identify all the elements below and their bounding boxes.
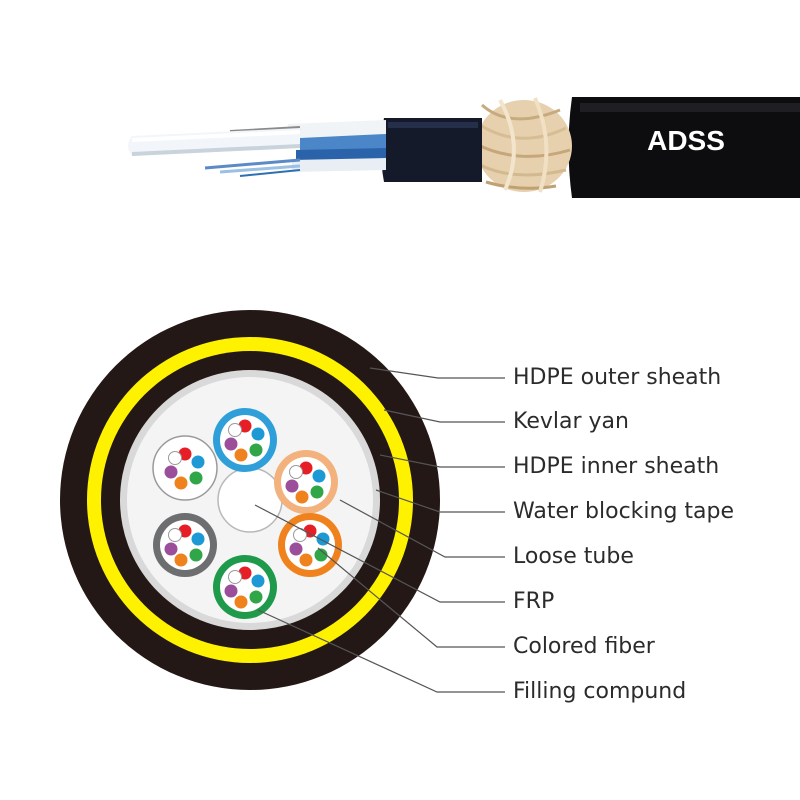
colored-fiber: [234, 448, 248, 462]
colored-fiber: [285, 479, 299, 493]
label-hdpe-inner-sheath: HDPE inner sheath: [513, 454, 719, 479]
colored-fiber: [189, 471, 203, 485]
colored-fiber: [164, 465, 178, 479]
colored-fiber: [249, 443, 263, 457]
colored-fiber: [314, 548, 328, 562]
loose-tube-group: [152, 408, 342, 619]
colored-fiber: [289, 542, 303, 556]
frp-center: [217, 467, 283, 533]
leader-frp: [254, 504, 505, 603]
colored-fiber: [168, 528, 182, 542]
cross-section: [60, 310, 440, 690]
leader-water-blocking-tape: [375, 489, 505, 513]
leader-hdpe-inner-sheath: [379, 454, 505, 468]
label-colored-fiber: Colored fiber: [513, 634, 656, 659]
leader-kevlar-yan: [383, 409, 505, 423]
cable-photo: ADSS: [128, 97, 800, 198]
colored-fiber: [299, 553, 313, 567]
colored-fiber: [168, 451, 182, 465]
colored-fiber: [234, 595, 248, 609]
colored-fiber: [164, 542, 178, 556]
colored-fiber: [191, 455, 205, 469]
leader-loose-tube: [339, 499, 505, 558]
colored-fiber: [289, 465, 303, 479]
colored-fiber: [224, 437, 238, 451]
colored-fiber: [251, 574, 265, 588]
colored-fiber: [228, 423, 242, 437]
outer-jacket: [568, 97, 800, 198]
colored-fiber: [312, 469, 326, 483]
label-kevlar-yan: Kevlar yan: [513, 409, 629, 434]
colored-fiber: [251, 427, 265, 441]
inner-jacket: [381, 118, 482, 182]
label-water-blocking-tape: Water blocking tape: [513, 499, 734, 524]
kevlar-yarn: [476, 97, 572, 193]
label-loose-tube: Loose tube: [513, 544, 634, 569]
labels-group: HDPE outer sheath Kevlar yan HDPE inner …: [513, 365, 734, 704]
label-hdpe-outer-sheath: HDPE outer sheath: [513, 365, 721, 390]
colored-fiber: [295, 490, 309, 504]
colored-fiber: [310, 485, 324, 499]
leader-colored-fiber: [317, 547, 505, 648]
leader-hdpe-outer-sheath: [369, 367, 505, 379]
colored-fiber: [191, 532, 205, 546]
label-frp: FRP: [513, 589, 554, 614]
colored-fiber: [224, 584, 238, 598]
colored-fiber: [174, 553, 188, 567]
leader-lines: [254, 367, 505, 693]
colored-fiber: [174, 476, 188, 490]
cable-name-label: ADSS: [647, 125, 725, 156]
colored-fiber: [228, 570, 242, 584]
colored-fiber: [249, 590, 263, 604]
leader-filling-compund: [257, 609, 505, 693]
colored-fiber: [189, 548, 203, 562]
label-filling-compund: Filling compund: [513, 679, 686, 704]
outer-jacket-highlight: [580, 103, 800, 112]
